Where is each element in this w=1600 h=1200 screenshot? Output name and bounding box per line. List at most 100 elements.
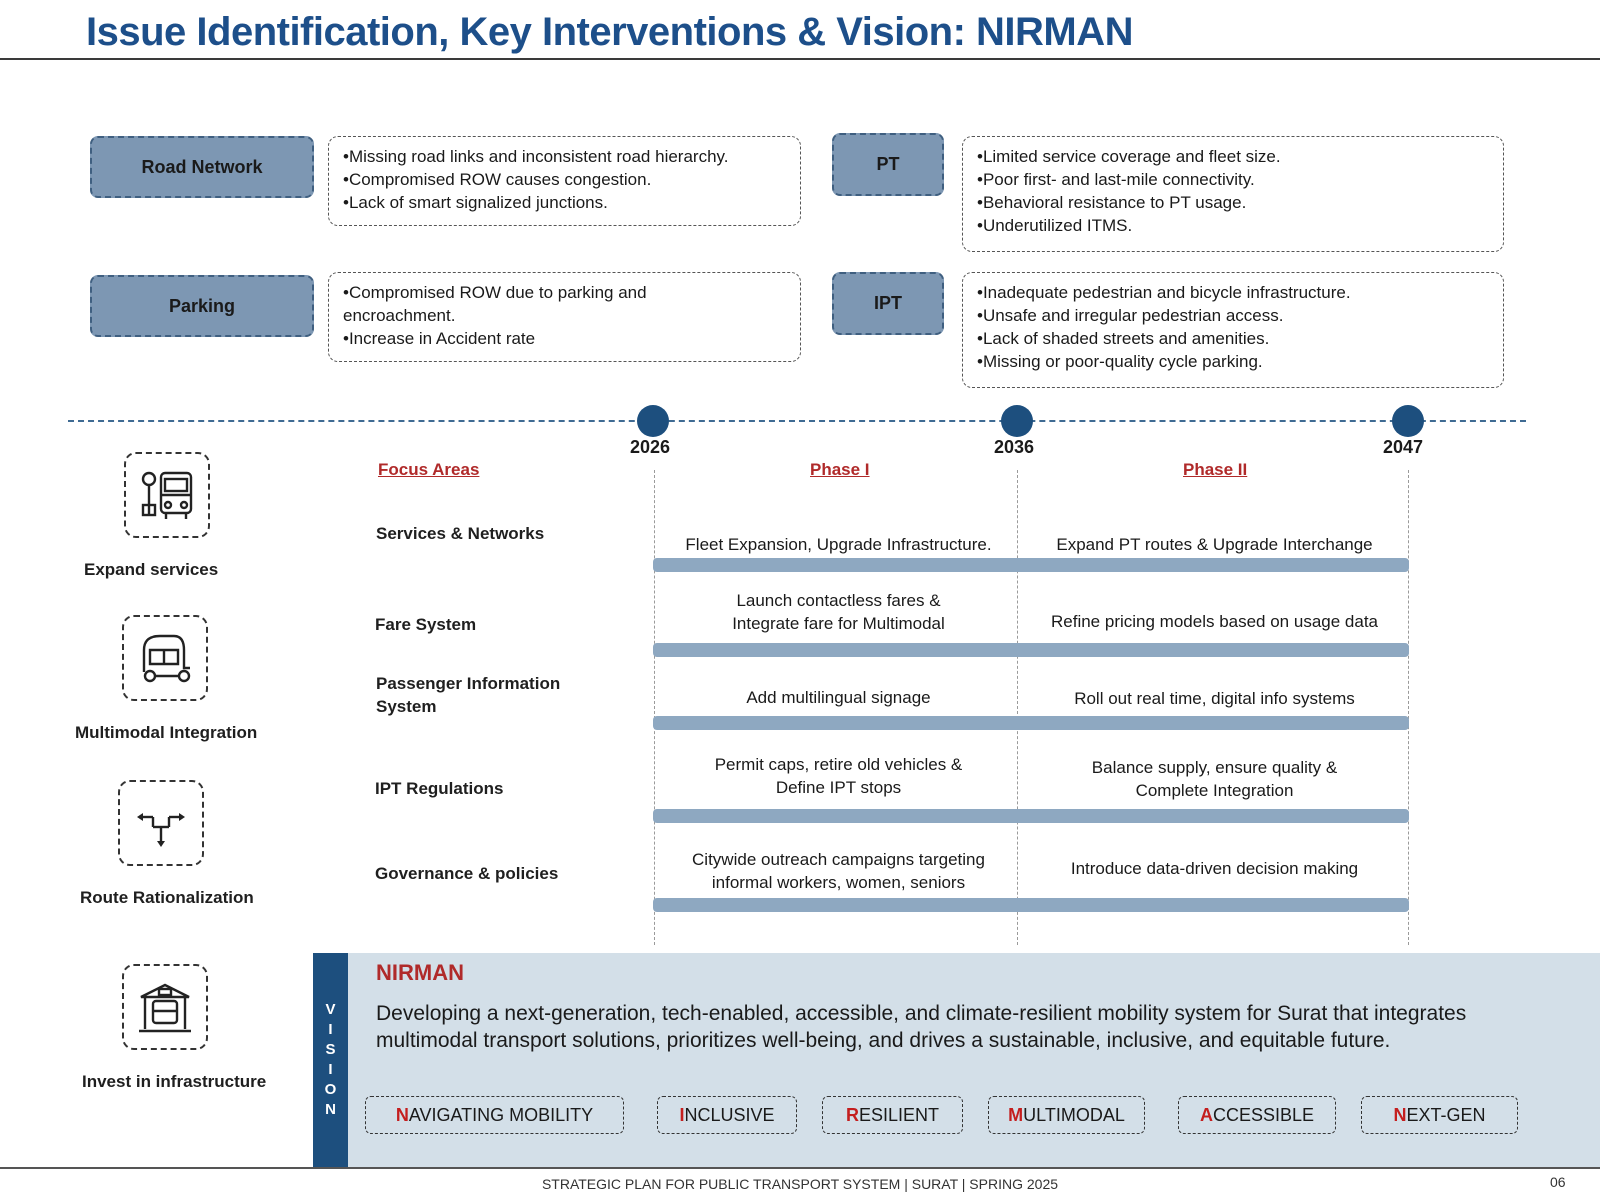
issue-point: •Behavioral resistance to PT usage. [977,193,1247,212]
multimodal-frame [122,615,208,701]
phase2-cell: Expand PT routes & Upgrade Interchange [1022,533,1407,556]
phase1-header: Phase I [810,460,870,479]
focus-area-label: Passenger Information System [376,674,561,716]
timeline-line [68,420,1526,422]
cell-line: Roll out real time, digital info systems [1074,689,1355,708]
title-divider [0,58,1600,60]
pillar-rest: AVIGATING MOBILITY [408,1104,594,1125]
year-label: 2026 [630,437,671,457]
phase1-cell: Permit caps, retire old vehicles & Defin… [665,753,1012,799]
page-number: 06 [1550,1174,1566,1190]
phase2-header: Phase II [1183,460,1248,479]
timeline-marker-2047 [1392,405,1424,437]
phase-bar [653,809,1409,823]
issue-point: •Missing or poor-quality cycle parking. [977,352,1263,371]
timeline-marker-2036 [1001,405,1033,437]
infrastructure-frame [122,964,208,1050]
focus-area-label: Services & Networks [376,524,545,543]
cell-line: Balance supply, ensure quality & [1091,758,1338,777]
issue-box-pt: •Limited service coverage and fleet size… [962,136,1504,252]
footer-text: STRATEGIC PLAN FOR PUBLIC TRANSPORT SYST… [541,1176,1059,1192]
pillar-rest: NCLUSIVE [684,1104,775,1125]
route-arrows-icon [137,813,185,847]
page-title: Issue Identification, Key Interventions … [86,10,1133,54]
issue-point: •Compromised ROW causes congestion. [343,170,652,189]
route-frame [118,780,204,866]
vision-letter: N [325,1101,336,1118]
cell-line: Fleet Expansion, Upgrade Infrastructure. [685,535,992,554]
bus-shelter-icon [139,983,191,1033]
category-ipt: IPT [832,272,944,335]
expand-services-frame [124,452,210,538]
phase-bar [653,898,1409,912]
cell-line: Permit caps, retire old vehicles & [714,755,963,774]
phase2-cell: Refine pricing models based on usage dat… [1022,610,1407,633]
phase1-cell: Fleet Expansion, Upgrade Infrastructure. [665,533,1012,556]
vision-panel [313,953,1600,1167]
cell-line: Expand PT routes & Upgrade Interchange [1056,535,1373,554]
icon-label: Multimodal Integration [75,723,258,742]
cell-line: Citywide outreach campaigns targeting [692,850,985,869]
pillar-initial: A [1199,1104,1213,1125]
cell-line: informal workers, women, seniors [711,873,966,892]
vision-letter: V [325,1001,336,1018]
phase2-cell: Roll out real time, digital info systems [1022,687,1407,710]
phase2-cell: Balance supply, ensure quality & Complet… [1022,756,1407,802]
year-label: 2047 [1383,437,1424,457]
vision-letter: I [328,1061,333,1078]
issue-point: •Increase in Accident rate [343,329,536,348]
timeline-marker-2026 [637,405,669,437]
phase-bar [653,716,1409,730]
pillar-initial: M [1008,1104,1024,1125]
footer-divider [0,1167,1600,1169]
icon-label: Invest in infrastructure [82,1072,267,1091]
cell-line: Launch contactless fares & [736,591,941,610]
pillar-initial: N [1393,1104,1407,1125]
focus-areas-header: Focus Areas [378,460,480,479]
phase-bar [653,558,1409,572]
pillar-rest: ULTIMODAL [1023,1104,1125,1125]
issue-box-ipt: •Inadequate pedestrian and bicycle infra… [962,272,1504,388]
issue-point: •Unsafe and irregular pedestrian access. [977,306,1284,325]
phase1-cell: Add multilingual signage [665,686,1012,709]
phase-divider [1408,470,1409,945]
vision-side-label: V I S I O N [313,953,348,1167]
focus-area-label: IPT Regulations [375,779,504,798]
issue-point: •Lack of shaded streets and amenities. [977,329,1270,348]
category-road-network: Road Network [90,136,314,198]
issue-point: •Missing road links and inconsistent roa… [343,147,729,166]
phase1-cell: Citywide outreach campaigns targeting in… [665,848,1012,894]
phase1-cell: Launch contactless fares & Integrate far… [665,589,1012,635]
vision-letter: S [325,1041,336,1058]
phase-divider [1017,470,1018,945]
year-label: 2036 [994,437,1035,457]
issue-box-parking: •Compromised ROW due to parking and encr… [328,272,801,362]
issue-point: •Limited service coverage and fleet size… [977,147,1281,166]
icon-label: Expand services [84,560,219,579]
issue-point: •Lack of smart signalized junctions. [343,193,608,212]
cell-line: Refine pricing models based on usage dat… [1051,612,1378,631]
phase-bar [653,643,1409,657]
pillar-rest: CCESSIBLE [1212,1104,1315,1125]
category-parking: Parking [90,275,314,337]
vision-letter: I [328,1021,333,1038]
vision-letter: O [324,1081,337,1098]
issue-point: •Poor first- and last-mile connectivity. [977,170,1255,189]
pillar-rest: EXT-GEN [1406,1104,1486,1125]
issue-box-road-network: •Missing road links and inconsistent roa… [328,136,801,226]
pillar-rest: ESILIENT [858,1104,940,1125]
icon-label: Route Rationalization [80,888,254,907]
bus-stop-icon [141,471,193,519]
phase-divider [654,470,655,945]
pillar-initial: I [679,1104,685,1125]
pillar-initial: R [845,1104,859,1125]
focus-area-label: Governance & policies [375,864,559,883]
focus-area-label: Fare System [375,615,477,634]
auto-rickshaw-icon [142,634,191,683]
cell-line: Complete Integration [1135,781,1294,800]
